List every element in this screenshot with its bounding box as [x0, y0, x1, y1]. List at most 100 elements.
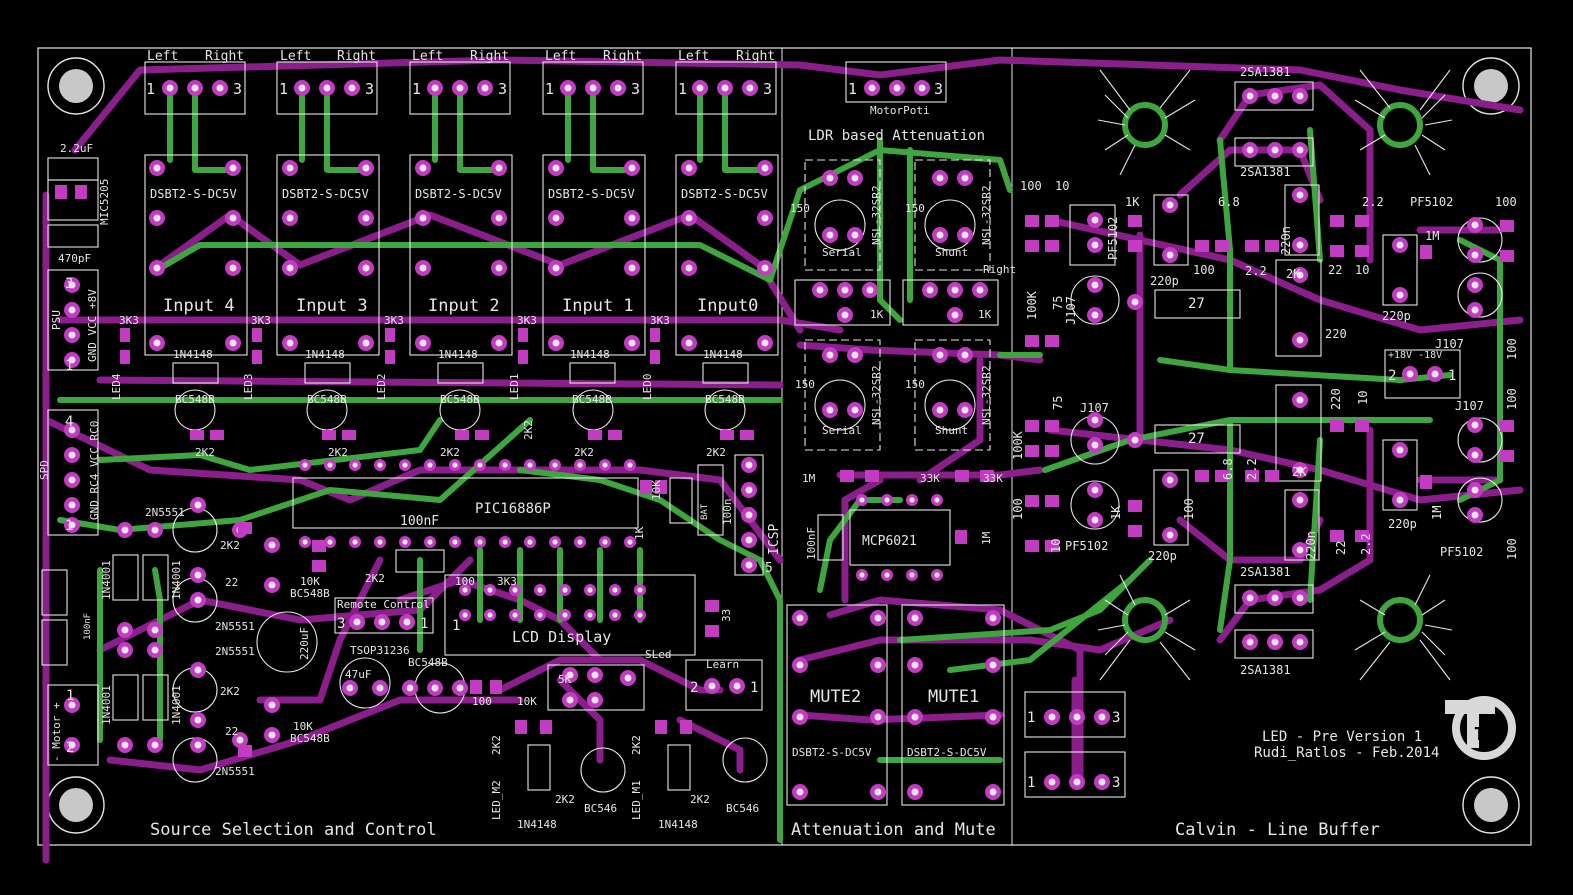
diode-m2: 1N4148 — [517, 818, 557, 831]
r100-g: 100 — [1505, 388, 1519, 410]
icsp-pin-5: 5 — [765, 561, 773, 576]
r2-2-c: 2.2 — [1245, 458, 1259, 480]
r1k-b: 1K — [978, 308, 992, 321]
diode-1n4148-0: 1N4148 — [703, 348, 743, 361]
diode-1n4148-2: 1N4148 — [438, 348, 478, 361]
jfet-d: J107 — [1455, 399, 1484, 413]
base-res-0: 2K2 — [706, 446, 726, 459]
t-2n5551-c: 2N5551 — [215, 645, 255, 658]
r6-8-a: 6.8 — [1218, 195, 1240, 209]
r100k-a: 100K — [1025, 290, 1039, 320]
out2-pin-3: 3 — [1112, 775, 1120, 791]
pf-d: PF5102 — [1440, 545, 1483, 559]
mute2-label: MUTE2 — [810, 687, 861, 707]
bc548b-0: BC548B — [705, 393, 745, 406]
input-4-label: Input 4 — [163, 296, 235, 316]
silkscreen-outlines — [41, 61, 1503, 806]
remote-label: Remote Control — [337, 598, 430, 611]
res-2k2-m1b: 2K2 — [690, 793, 710, 806]
shunt-b: Shunt — [935, 424, 968, 437]
remote-pin-3: 3 — [337, 616, 345, 632]
c220n-a: 220n — [1279, 226, 1293, 255]
sa1381-bot-a: 2SA1381 — [1240, 565, 1291, 579]
res-22-a: 22 — [225, 576, 238, 589]
res-10k-a: 10K — [300, 575, 320, 588]
nsl-a: NSL-32SR2 — [870, 185, 883, 245]
res-2k2-a: 2K2 — [220, 539, 240, 552]
cap-2-2uf: 2.2uF — [60, 142, 93, 155]
led1-label: LED1 — [508, 374, 521, 401]
r22-a: 22 — [1328, 263, 1342, 277]
sled-label: SLed — [645, 648, 672, 661]
pot-5k: 5K — [558, 673, 572, 686]
led4-label: LED4 — [110, 373, 123, 400]
ch1-left-label: Left — [545, 49, 576, 64]
nsl-d: NSL-32SR2 — [980, 365, 993, 425]
ch4-right-label: Right — [205, 49, 244, 64]
r2-2-a: 2.2 — [1245, 264, 1267, 278]
board-outline — [37, 47, 1532, 846]
r150-c: 150 — [795, 378, 815, 391]
r150-d: 150 — [905, 378, 925, 391]
res-100-b: 100 — [472, 695, 492, 708]
psu-pin-3: 3 — [65, 276, 73, 292]
r100-b: 100 — [1495, 195, 1517, 209]
pin3-ch1: 3 — [631, 80, 640, 98]
r1m-buf-b: 1M — [1430, 506, 1444, 520]
res-1k-ctrl: 1K — [633, 526, 646, 540]
opamp-label: MCP6021 — [862, 534, 917, 549]
psu-label: PSU — [50, 310, 63, 330]
supply-pin-2: 2 — [1388, 368, 1396, 384]
t-2n5551-d: 2N5551 — [215, 765, 255, 778]
pin1-ch0: 1 — [678, 80, 687, 98]
opamp-cap: 100nF — [805, 527, 818, 560]
r220-a: 220 — [1325, 327, 1347, 341]
sa1381-bot-b: 2SA1381 — [1240, 663, 1291, 677]
mute1-relay: DSBT2-S-DC5V — [907, 746, 987, 759]
r1m-b: 1M — [980, 531, 993, 545]
r33k-b: 33K — [983, 472, 1003, 485]
r150-b: 150 — [905, 202, 925, 215]
r100-f: 100 — [1505, 338, 1519, 360]
out1-pin-3: 3 — [1112, 710, 1120, 726]
out1-pin-1: 1 — [1027, 710, 1035, 726]
r33k-a: 33K — [920, 472, 940, 485]
c220p-b: 220p — [1382, 309, 1411, 323]
ch2-left-label: Left — [412, 49, 443, 64]
psu-pins-label: GND VCC +8V — [86, 289, 99, 362]
relay-label-3: DSBT2-S-DC5V — [282, 187, 369, 201]
led-m1-label: LED_M1 — [630, 780, 643, 820]
motorpoti-label: MotorPoti — [870, 104, 930, 117]
pin3-ch3: 3 — [365, 80, 374, 98]
lcd-label: LCD Display — [512, 628, 611, 646]
res-3k3-4: 3K3 — [119, 314, 139, 327]
r10-c: 10 — [1355, 263, 1369, 277]
base-res-2: 2K2 — [440, 446, 460, 459]
res-10k-ctrl: 10K — [517, 695, 537, 708]
serial-b: Serial — [822, 424, 862, 437]
r100-a: 100 — [1020, 179, 1042, 193]
sa1381-top-b: 2SA1381 — [1240, 165, 1291, 179]
led-m2-label: LED_M2 — [490, 780, 503, 820]
res-2k2-m2b: 2K2 — [555, 793, 575, 806]
c220p-c: 220p — [1148, 549, 1177, 563]
c220n-b: 220n — [1304, 531, 1318, 560]
psu-pin-1: 1 — [65, 358, 73, 374]
r10-a: 10 — [1055, 179, 1069, 193]
cap-100n-icsp: 100n — [721, 499, 734, 526]
r2-2-d: 2.2 — [1359, 533, 1373, 555]
r150-a: 150 — [790, 202, 810, 215]
tr-logo: TR — [1445, 696, 1516, 760]
diode-1n4001-c: 1N4001 — [100, 685, 113, 725]
pin3-ch2: 3 — [498, 80, 507, 98]
cap-470pf: 470pF — [58, 252, 91, 265]
spd-pins-label: GND RC4 VCC RC0 — [88, 421, 101, 520]
motor-label: - Motor + — [50, 702, 63, 762]
bc548b-4: BC548B — [175, 393, 215, 406]
learn-pin-2: 2 — [690, 680, 698, 696]
input-2-label: Input 2 — [428, 296, 500, 316]
learn-pin-1: 1 — [750, 680, 758, 696]
pin1-ch3: 1 — [279, 80, 288, 98]
bc548b-1: BC548B — [572, 393, 612, 406]
